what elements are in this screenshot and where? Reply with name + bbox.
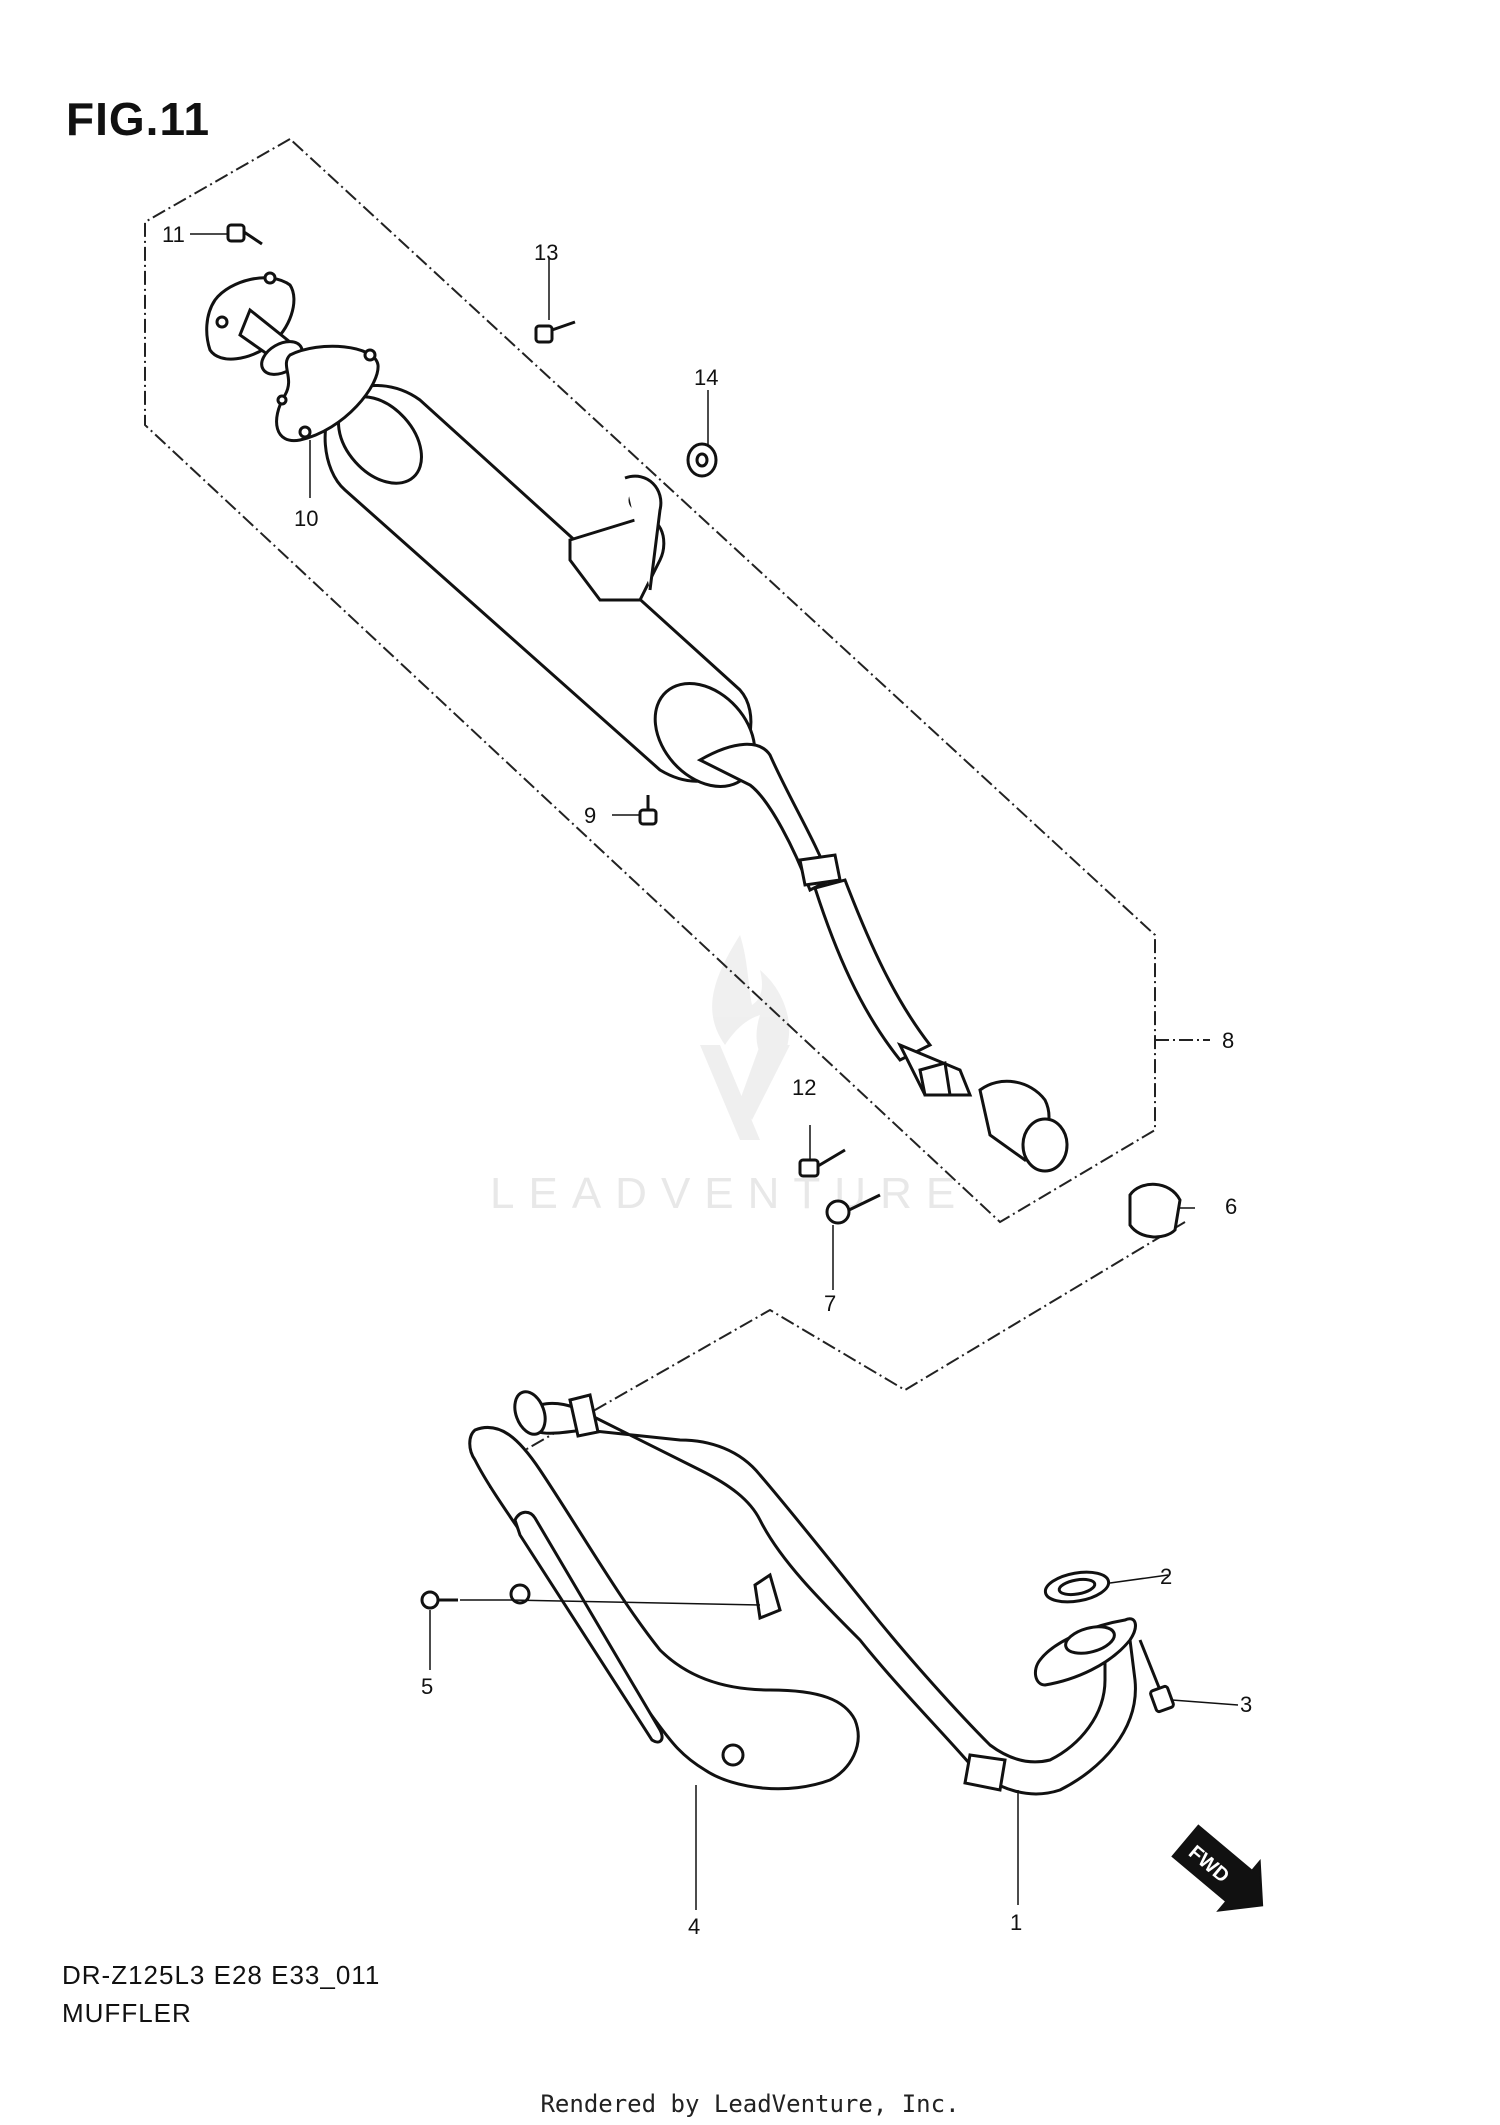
callout-6: 6 <box>1225 1194 1237 1219</box>
callout-2: 2 <box>1160 1564 1172 1589</box>
bolt-13 <box>534 320 576 344</box>
callout-4: 4 <box>688 1914 700 1939</box>
fwd-arrow-icon: FWD <box>1171 1824 1264 1912</box>
callout-5: 5 <box>421 1674 433 1699</box>
callout-8: 8 <box>1222 1028 1234 1053</box>
callout-12: 12 <box>792 1075 816 1100</box>
model-code: DR-Z125L3 E28 E33_011 <box>62 1960 381 1990</box>
gasket-2 <box>1043 1570 1111 1604</box>
cushion-14 <box>686 442 718 478</box>
leadventure-watermark: LEADVENTURE <box>490 935 969 1218</box>
callout-11: 11 <box>162 222 185 247</box>
gasket-10 <box>275 344 380 443</box>
callout-9: 9 <box>584 803 596 828</box>
heat-protector <box>468 1425 860 1791</box>
muffler-body <box>323 384 1069 1173</box>
callout-3: 3 <box>1240 1692 1252 1717</box>
rendered-by-credit: Rendered by LeadVenture, Inc. <box>540 2090 960 2118</box>
cushion-6 <box>1128 1182 1182 1239</box>
callout-7: 7 <box>824 1291 836 1316</box>
callout-14: 14 <box>694 365 718 390</box>
muffler-assembly-outline <box>144 137 1210 1224</box>
callout-labels: 1 2 3 4 5 6 7 8 9 10 11 12 13 14 <box>162 222 1252 1939</box>
bolt-11 <box>226 223 263 246</box>
watermark-v-icon <box>700 1045 790 1140</box>
muffler-end-cap <box>205 271 304 376</box>
watermark-text: LEADVENTURE <box>490 1169 969 1218</box>
figure-title: FIG.11 <box>66 93 211 145</box>
bolt-7 <box>825 1193 881 1225</box>
leader-lines <box>190 233 1239 1910</box>
callout-13: 13 <box>534 240 558 265</box>
watermark-flame-icon <box>712 935 790 1070</box>
callout-10: 10 <box>294 506 318 531</box>
muffler-mounting-bracket <box>568 474 666 602</box>
assembly-name: MUFFLER <box>62 1998 192 2028</box>
exhaust-pipe-outline <box>489 1221 1186 1488</box>
screw-5 <box>420 1590 458 1610</box>
bolt-3 <box>1138 1639 1175 1714</box>
bolt-9 <box>638 795 658 826</box>
exhaust-flange <box>1033 1617 1137 1687</box>
callout-1: 1 <box>1010 1910 1022 1935</box>
bolt-12 <box>798 1148 846 1178</box>
